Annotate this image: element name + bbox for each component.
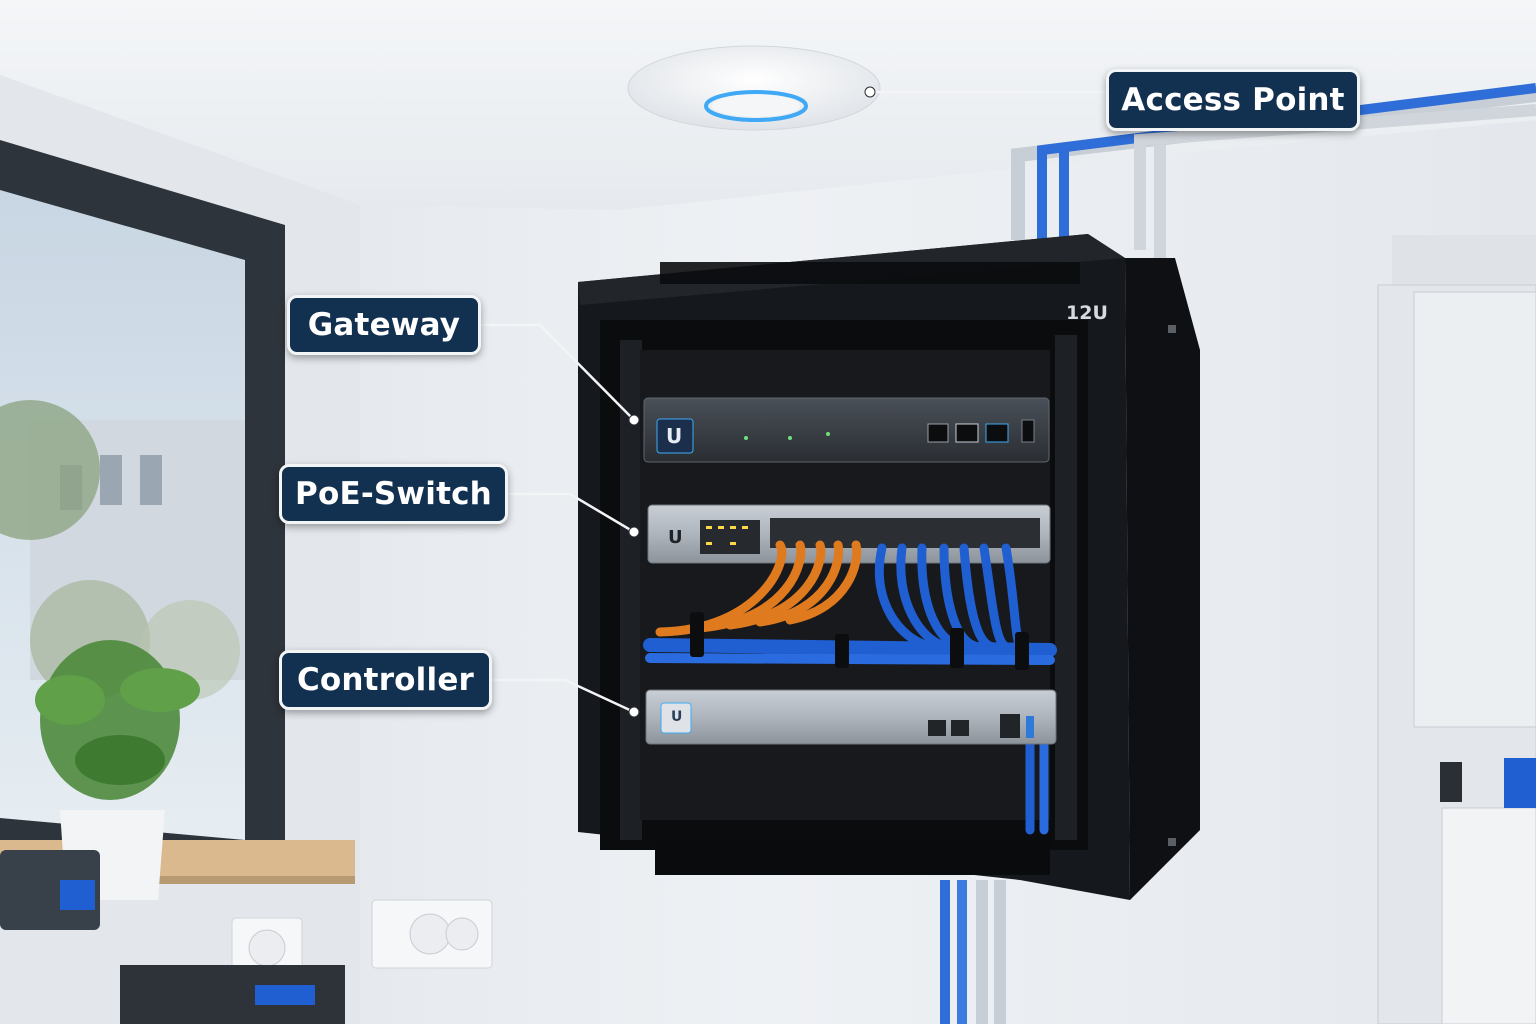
access-point-callout: Access Point xyxy=(1106,69,1360,131)
gateway-logo-text: U xyxy=(666,424,683,448)
controller-logo-text: U xyxy=(671,709,683,725)
gateway-device xyxy=(643,397,1050,463)
callout-lines xyxy=(481,90,1106,714)
poe-switch-device xyxy=(647,504,1051,564)
rack-size-label: 12U xyxy=(1066,302,1108,324)
gateway-callout: Gateway xyxy=(287,295,481,355)
patch-cables xyxy=(643,540,1057,835)
plant xyxy=(35,640,200,900)
rack-cabinet xyxy=(578,234,1200,900)
cable-conduits xyxy=(940,83,1536,1024)
poe-switch-callout: PoE-Switch xyxy=(279,464,508,524)
controller-device xyxy=(645,689,1057,745)
switch-logo-text: U xyxy=(668,527,683,548)
wall-cabinet-right xyxy=(1377,235,1536,1024)
access-point-device xyxy=(627,45,881,131)
controller-callout: Controller xyxy=(279,650,492,710)
